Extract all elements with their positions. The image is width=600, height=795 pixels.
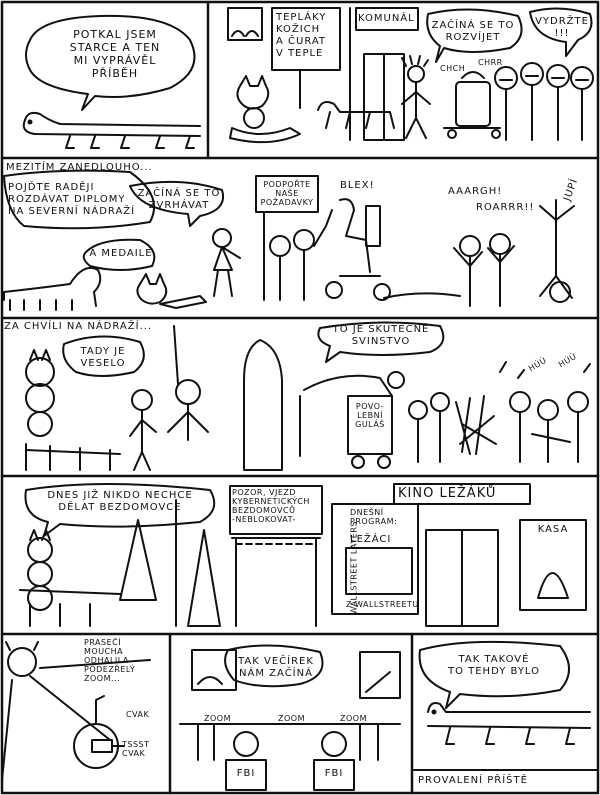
panel8-art (414, 642, 598, 770)
panel5-warning-sign: POZOR, VJEZD KYBERNETICKÝCH BEZDOMOVCŮ -… (232, 488, 310, 524)
panel3-sfx-2: AAARGH! (448, 186, 503, 197)
panel3-art (4, 171, 574, 310)
panel5-film-title: LEŽÁCI (350, 534, 392, 545)
panel5-film-subtitle: Z WALLSTREETU (346, 600, 419, 609)
panel2-sign: TEPLÁKY KOŽICH A ČURAT V TEPLE (276, 12, 327, 59)
panel8-footer: PROVALENÍ PŘÍŠTĚ (418, 775, 528, 786)
panel6-sfx-2: TSSST CVAK (122, 740, 150, 758)
panel7-art (180, 645, 400, 790)
panel5-kasa-sign: KASA (537, 524, 569, 535)
panel4-art (26, 322, 590, 470)
panel8-speech: TAK TAKOVÉ TO TEHDY BYLO (447, 654, 541, 677)
panel5-program-title: DNEŠNÍ PROGRAM: (350, 508, 398, 526)
panel6-sfx-1: CVAK (126, 710, 150, 719)
panel4-speech-2: TO JE SKUTEČNÉ SVINSTVO (332, 324, 430, 347)
panel7-zoom-2: ZOOM (278, 714, 305, 723)
panel3-speech-2: ZAČÍNÁ SE TO ZVRHÁVAT (137, 188, 221, 211)
panel3-sfx-3: ROARRR!! (476, 202, 535, 213)
panel4-speech-1: TADY JE VESELO (80, 346, 126, 369)
panel2-art (228, 8, 593, 142)
panel6-caption: PRASEČÍ MOUCHA ODHALILA PODEZŘELÝ ZOOM..… (84, 638, 136, 683)
panel3-protest-sign: PODPOŘTE NAŠE POŽADAVKY (260, 180, 314, 207)
panel6-art (2, 642, 150, 780)
panel1-speech: POTKAL JSEM STARCE A TEN MI VYPRÁVĚL PŘÍ… (69, 28, 161, 80)
panel3-caption: MEZITÍM ZANEDLOUHO... (6, 162, 153, 173)
panel2-speech-1: ZAČÍNÁ SE TO ROZVÍJET (431, 20, 515, 43)
panel4-cart-label: POVO- LEBNÍ GULÁŠ (355, 402, 385, 429)
panel5-speech: DNES JIŽ NIKDO NECHCE DĚLAT BEZDOMOVCE (47, 490, 193, 513)
panel7-speech: TAK VEČÍREK NÁM ZAČÍNÁ (238, 656, 314, 679)
panel1-art (24, 16, 200, 148)
panel5-cinema-title: KINO LEŽÁKŮ (398, 486, 497, 501)
panel2-building-sign: KOMUNÁL (358, 13, 415, 24)
panel7-badge-fbi-2: FBI (324, 768, 344, 779)
panel2-sfx-1: CHCH (440, 64, 466, 73)
panel4-caption: ZA CHVÍLI NA NÁDRAŽÍ... (4, 321, 153, 332)
panel2-sfx-2: CHRR (478, 58, 503, 67)
panel3-speech-1: POJĎTE RADĚJI ROZDÁVAT DIPLOMY NA SEVERN… (8, 182, 136, 217)
panel3-speech-3: A MEDAILE (89, 248, 153, 259)
panel7-badge-fbi-1: FBI (236, 768, 256, 779)
panel3-sfx-1: BLEX! (340, 180, 375, 191)
panel7-zoom-1: ZOOM (204, 714, 231, 723)
panel5-poster-side: WALLSTREET LAYERS (349, 521, 359, 615)
panel2-speech-2: VYDRŽTE !!! (535, 16, 589, 39)
panel5-art (20, 484, 586, 626)
panel7-zoom-3: ZOOM (340, 714, 367, 723)
